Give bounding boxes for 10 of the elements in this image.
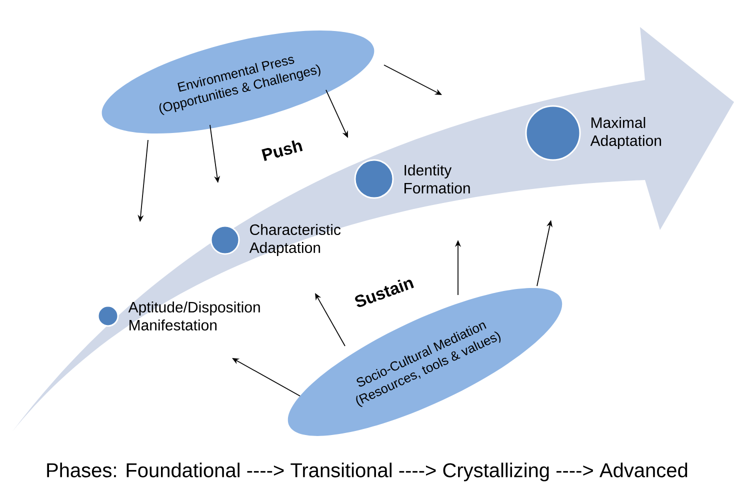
force-label: Sustain [355,280,414,307]
stage-label: Maximal Adaptation [590,117,662,149]
circle [525,105,581,161]
phase-caption: Phases: Foundational ----> Transitional ----> Crystallizing ----> Advanced [47,462,688,482]
circle [354,159,394,199]
circle [97,305,119,327]
stage-label: Aptitude/Disposition Manifestation [128,301,260,330]
circle [210,225,240,255]
stage-label: Characteristic Adaptation [249,224,341,256]
stage-label: Identity Formation [404,164,470,194]
